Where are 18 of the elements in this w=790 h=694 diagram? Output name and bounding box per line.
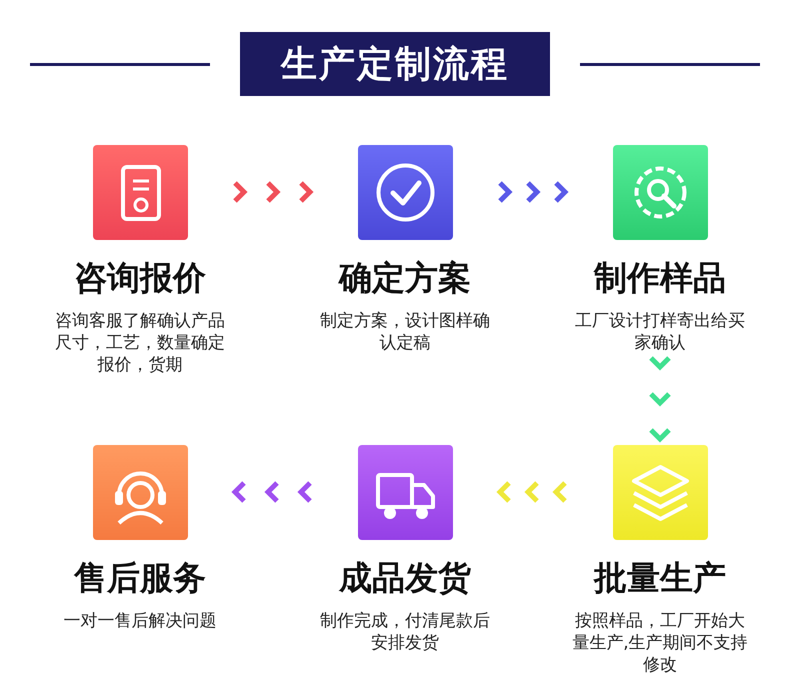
chevron-arrow: [498, 180, 569, 204]
step-description: 咨询客服了解确认产品尺寸，工艺，数量确定报价，货期: [54, 310, 226, 376]
step-heading: 制作样品: [594, 258, 726, 298]
step-description: 工厂设计打样寄出给买家确认: [574, 310, 746, 354]
step-description: 制定方案，设计图样确认定稿: [319, 310, 491, 354]
step-heading: 成品发货: [339, 558, 471, 598]
step-description: 按照样品，工厂开始大量生产,生产期间不支持修改: [571, 610, 749, 676]
chevron-arrow: [231, 480, 312, 504]
step-heading: 售后服务: [74, 558, 206, 598]
step-heading: 确定方案: [339, 258, 471, 298]
chevron-arrow: [496, 480, 568, 504]
step-description: 一对一售后解决问题: [62, 610, 218, 632]
chevron-arrow: [232, 180, 314, 204]
step-heading: 咨询报价: [74, 258, 206, 298]
step-heading: 批量生产: [594, 558, 726, 598]
chevron-arrow: [648, 356, 672, 443]
step-description: 制作完成，付清尾款后安排发货: [319, 610, 491, 654]
title-banner: 生产定制流程: [240, 32, 550, 96]
